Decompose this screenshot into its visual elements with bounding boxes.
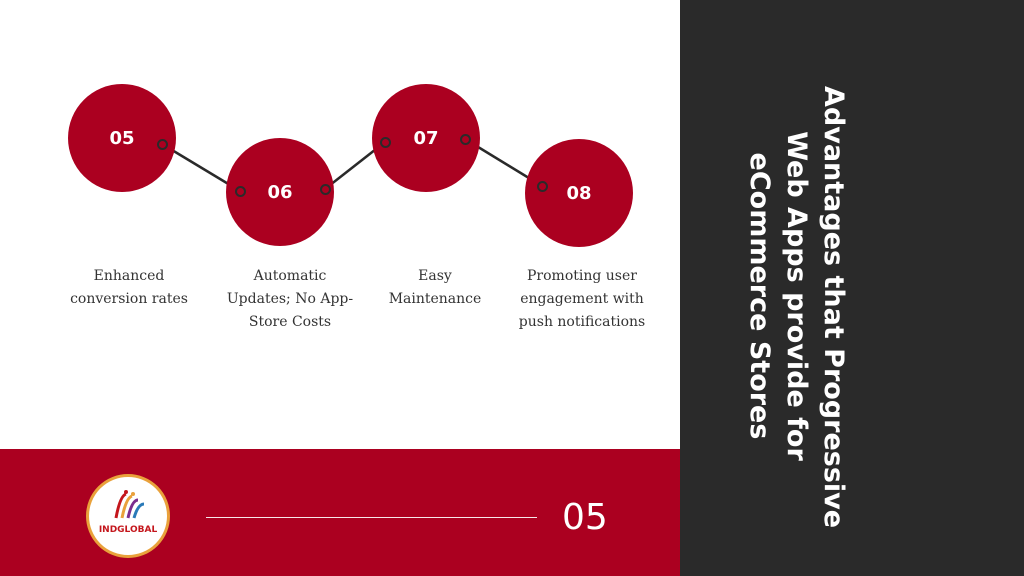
step-number: 08 (566, 182, 592, 204)
page-number: 05 (562, 497, 608, 538)
connector-dot (537, 181, 548, 192)
step-circle-08: 08 (525, 139, 633, 247)
step-label: Automatic Updates; No App-Store Costs (226, 268, 354, 330)
logo-wordmark: INDGLOBAL (98, 525, 158, 535)
slide-title: Advantages that Progressive Web Apps pro… (741, 86, 852, 529)
step-number: 05 (109, 127, 135, 149)
title-panel (680, 0, 1024, 576)
step-label: Easy Maintenance (388, 268, 482, 307)
title-line: eCommerce Stores (744, 152, 775, 440)
title-line: Web Apps provide for (781, 131, 812, 461)
step-number: 07 (413, 127, 439, 149)
indglobal-logo-icon: INDGLOBAL (86, 474, 170, 558)
step-circle-05: 05 (68, 84, 176, 192)
connector-dot (380, 137, 391, 148)
connector-dot (320, 184, 331, 195)
footer-divider (206, 517, 537, 518)
step-number: 06 (267, 181, 293, 203)
step-label: Promoting user engagement with push noti… (518, 268, 646, 330)
step-label: Enhanced conversion rates (70, 268, 188, 307)
connector-dot (157, 139, 168, 150)
connector-dot (235, 186, 246, 197)
title-line: Advantages that Progressive (818, 86, 849, 529)
connector-dot (460, 134, 471, 145)
